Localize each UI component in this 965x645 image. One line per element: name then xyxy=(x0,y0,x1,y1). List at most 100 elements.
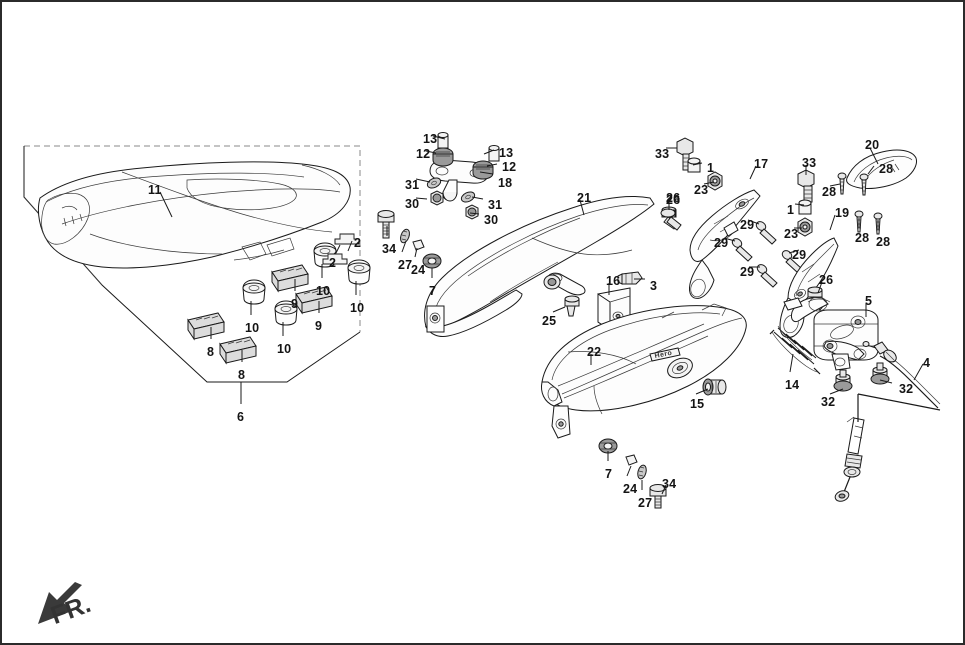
leader-line xyxy=(432,135,446,140)
callout-19: 19 xyxy=(835,206,850,220)
callout-1: 1 xyxy=(787,203,795,217)
callout-9: 9 xyxy=(291,297,299,311)
leader-line xyxy=(486,163,498,167)
screw-27b xyxy=(637,464,647,480)
callout-25: 25 xyxy=(542,314,557,328)
leader-line xyxy=(913,363,924,381)
callout-5: 5 xyxy=(865,294,873,308)
grommet-nut-7a xyxy=(422,253,442,269)
callout-10: 10 xyxy=(350,301,365,315)
bolt-15 xyxy=(702,378,727,396)
callout-1: 1 xyxy=(707,161,715,175)
leader-line xyxy=(626,465,632,477)
callout-24: 24 xyxy=(623,482,638,496)
callout-23: 23 xyxy=(694,183,709,197)
callout-2: 2 xyxy=(329,256,337,270)
leader-line xyxy=(867,165,875,175)
flange-bolt-26b xyxy=(660,208,682,231)
leader-line xyxy=(879,379,893,384)
callout-29: 29 xyxy=(740,218,755,232)
seat-catch-stay xyxy=(426,132,500,220)
leader-line xyxy=(747,219,760,225)
callout-29: 29 xyxy=(740,265,755,279)
grommet-nut-7b xyxy=(598,438,618,454)
screw-27a xyxy=(400,228,410,244)
hex-bolt-33b xyxy=(797,169,815,203)
tapping-screw-28b xyxy=(859,173,869,196)
callout-28: 28 xyxy=(855,231,870,245)
callout-7: 7 xyxy=(429,284,437,298)
side-cover-upper xyxy=(424,195,655,337)
callout-12: 12 xyxy=(502,160,517,174)
leader-line xyxy=(789,353,794,373)
leader-line xyxy=(401,240,407,253)
collar-pin-24a xyxy=(412,239,425,251)
callout-7: 7 xyxy=(605,467,613,481)
callout-8: 8 xyxy=(207,345,215,359)
leader-line xyxy=(415,197,428,200)
callout-10: 10 xyxy=(316,284,331,298)
callout-28: 28 xyxy=(876,235,891,249)
leader-line xyxy=(469,212,480,215)
callout-26: 26 xyxy=(819,273,834,287)
callout-20: 20 xyxy=(865,138,880,152)
callout-29: 29 xyxy=(792,248,807,262)
callout-30: 30 xyxy=(484,213,499,227)
leader-line xyxy=(817,281,823,294)
callout-10: 10 xyxy=(277,342,292,356)
callout-8: 8 xyxy=(238,368,246,382)
spring-14 xyxy=(769,325,821,375)
callout-2: 2 xyxy=(354,236,362,250)
leader-line xyxy=(661,484,667,495)
callout-10: 10 xyxy=(245,321,260,335)
leader-line xyxy=(479,171,494,175)
seat-lock-assembly xyxy=(769,296,941,502)
callout-29: 29 xyxy=(714,236,729,250)
callout-33: 33 xyxy=(655,147,670,161)
leader-line xyxy=(579,199,585,216)
bolt-32a xyxy=(833,369,853,392)
callout-28: 28 xyxy=(879,162,894,176)
leader-line xyxy=(347,240,353,252)
callout-32: 32 xyxy=(899,382,914,396)
collar-1b xyxy=(798,199,812,215)
callout-15: 15 xyxy=(690,397,705,411)
callout-3: 3 xyxy=(650,279,658,293)
leader-lines xyxy=(159,135,924,495)
hero-logo: Hero xyxy=(649,347,681,362)
callout-31: 31 xyxy=(405,178,420,192)
callout-28: 28 xyxy=(822,185,837,199)
callout-12: 12 xyxy=(416,147,431,161)
screw-25 xyxy=(564,295,580,317)
tapping-screw-29c xyxy=(756,264,778,288)
leader-line xyxy=(483,149,495,155)
callout-24: 24 xyxy=(411,263,426,277)
nut-23a xyxy=(707,171,723,191)
leader-line xyxy=(794,203,805,206)
callout-9: 9 xyxy=(315,319,323,333)
bolt-32b xyxy=(870,362,890,385)
seat-cushion xyxy=(37,161,351,269)
callout-18: 18 xyxy=(498,176,513,190)
svg-text:Hero: Hero xyxy=(654,350,673,360)
leader-line xyxy=(335,244,341,254)
callout-26: 26 xyxy=(666,193,681,207)
leader-line xyxy=(749,165,757,180)
flange-bolt-34a xyxy=(377,210,395,239)
leader-line xyxy=(692,162,703,166)
callout-23: 23 xyxy=(784,227,799,241)
grab-rail-bracket-left xyxy=(660,137,803,299)
seat-lock-cable-4 xyxy=(862,341,941,409)
nut-23b xyxy=(797,217,813,237)
callout-11: 11 xyxy=(148,183,162,197)
leader-line xyxy=(415,178,431,183)
callout-6: 6 xyxy=(237,410,245,424)
callout-31: 31 xyxy=(488,198,503,212)
callout-4: 4 xyxy=(923,356,931,370)
leader-line xyxy=(552,306,566,313)
leader-line xyxy=(869,147,879,165)
collar-pin-24b xyxy=(625,454,638,466)
callout-13: 13 xyxy=(423,132,438,146)
